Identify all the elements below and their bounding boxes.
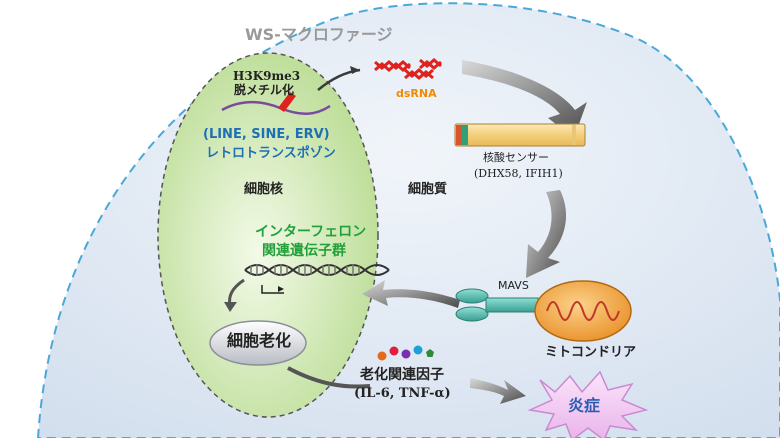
sasp-names: (IL-6, TNF-α) (354, 386, 451, 401)
arrow-dsrna-to-sensor (462, 60, 587, 138)
senescence-label: 細胞老化 (227, 331, 292, 350)
sensor-names: (DHX58, IFIH1) (474, 167, 563, 180)
cytoplasm-label: 細胞質 (408, 182, 448, 197)
inflammation-label: 炎症 (568, 396, 601, 415)
sasp-label: 老化関連因子 (360, 367, 444, 383)
demethylation-label: 脱メチル化 (234, 83, 295, 97)
mitochondria-label: ミトコンドリア (545, 345, 637, 360)
sensor-band-green (462, 125, 468, 145)
dsrna-label: dsRNA (396, 87, 437, 100)
h3k9me3-label: H3K9me3 (233, 69, 301, 83)
nucleus-label: 細胞核 (244, 182, 284, 197)
arrow-senescence-to-sasp (287, 366, 371, 389)
sensor-band-red (456, 125, 462, 145)
sensor-bar (454, 123, 586, 147)
sasp-molecules-icon (377, 345, 434, 361)
dsrna-icon (374, 58, 442, 80)
ifn-genes-label-1: インターフェロン (255, 224, 367, 240)
retrotransposon-label: レトロトランスポゾン (206, 146, 336, 161)
mitochondria-icon (534, 280, 632, 342)
sensor-band-end (572, 125, 576, 145)
nucleus-ellipse (157, 52, 379, 418)
mavs-complex (455, 288, 539, 322)
sensor-label: 核酸センサー (483, 151, 549, 164)
senescence-bubble (209, 320, 307, 366)
mavs-label: MAVS (498, 279, 529, 292)
ifn-genes-label-2: 関連遺伝子群 (262, 243, 346, 259)
arrow-sasp-to-inflammation (470, 378, 526, 404)
arrow-nucleus-to-dsrna-head (350, 66, 360, 74)
dna-helix-icon (244, 264, 390, 294)
arrow-sensor-to-mavs (526, 190, 567, 278)
arrow-mavs-to-ifn (362, 280, 460, 308)
mavs-stalk (485, 297, 539, 313)
inflammation-burst (527, 370, 649, 438)
retro-elements-label: (LINE, SINE, ERV) (203, 127, 330, 142)
arrow-ifn-to-senescence-head (224, 302, 237, 312)
methyl-mark (278, 92, 296, 112)
mavs-bottom-lobe (455, 306, 489, 322)
mavs-top-lobe (455, 288, 489, 304)
cell-title: WS-マクロファージ (245, 25, 393, 44)
